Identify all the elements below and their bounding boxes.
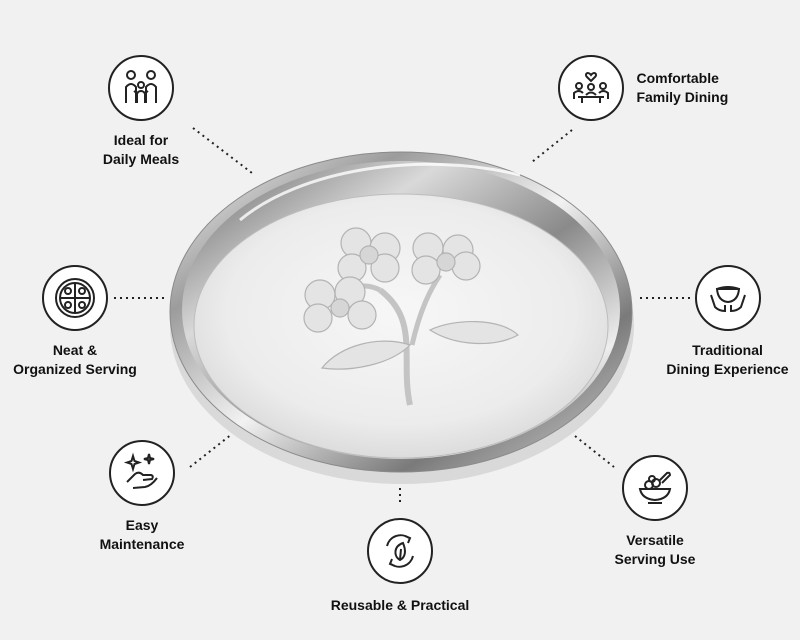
label-line: Family Dining <box>636 89 729 105</box>
label-line: Easy <box>125 517 159 533</box>
label-line: Daily Meals <box>102 151 180 167</box>
label-line: Ideal for <box>113 132 169 148</box>
feature-label: Traditional Dining Experience <box>660 341 795 379</box>
feature-versatile: Versatile Serving Use <box>595 455 715 569</box>
label-line: Organized Serving <box>13 361 137 377</box>
feature-organized: Neat & Organized Serving <box>10 265 140 379</box>
label-line: Dining Experience <box>666 361 789 377</box>
feature-label: Neat & Organized Serving <box>10 341 140 379</box>
recycle-leaf-icon <box>367 518 433 584</box>
flower-top-right <box>411 232 481 285</box>
family-icon <box>108 55 174 121</box>
feature-label: Comfortable Family Dining <box>636 69 728 107</box>
feature-daily-meals: Ideal for Daily Meals <box>86 55 196 169</box>
flower-top-left <box>337 227 401 283</box>
feature-label: Ideal for Daily Meals <box>86 131 196 169</box>
connector-daily-meals <box>192 127 253 174</box>
flower-left <box>303 276 377 333</box>
mortar-bowl-icon <box>622 455 688 521</box>
connector-family-dining <box>531 129 573 163</box>
family-dining-icon <box>558 55 624 121</box>
label-line: Neat & <box>52 342 98 358</box>
feature-reusable: Reusable & Practical <box>315 518 485 615</box>
feature-traditional: Traditional Dining Experience <box>660 265 795 379</box>
compartment-plate-icon <box>42 265 108 331</box>
label-line: Comfortable <box>636 70 719 86</box>
sparkle-hand-icon <box>109 440 175 506</box>
label-line: Versatile <box>626 532 684 548</box>
feature-label: Versatile Serving Use <box>595 531 715 569</box>
feature-maintenance: Easy Maintenance <box>87 440 197 554</box>
flower-engraving <box>303 227 520 406</box>
bowl-in-hands-icon <box>694 265 761 331</box>
feature-label: Reusable & Practical <box>315 596 485 615</box>
label-line: Reusable & Practical <box>330 597 470 613</box>
label-line: Maintenance <box>99 536 185 552</box>
connector-versatile <box>574 435 615 468</box>
feature-label: Easy Maintenance <box>87 516 197 554</box>
feature-family-dining: Comfortable Family Dining <box>558 55 758 121</box>
label-line: Serving Use <box>614 551 696 567</box>
connector-lines <box>114 127 690 506</box>
label-line: Traditional <box>692 342 763 358</box>
